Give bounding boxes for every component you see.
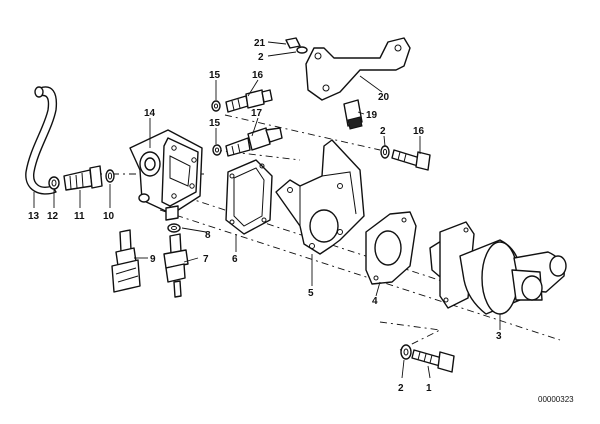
gasket-part xyxy=(225,159,273,235)
callout-4: 4 xyxy=(372,296,378,307)
callout-3: 3 xyxy=(496,331,502,342)
callout-2-top: 2 xyxy=(258,52,264,63)
drawing-number: 00000323 xyxy=(538,395,574,404)
seal-ring-part xyxy=(105,169,115,183)
callout-2-right: 2 xyxy=(380,126,386,137)
callout-11: 11 xyxy=(74,211,85,222)
callout-21: 21 xyxy=(254,38,266,49)
flange-gasket-part xyxy=(365,211,417,285)
callout-15-top: 15 xyxy=(209,70,221,81)
callout-1: 1 xyxy=(426,383,432,394)
sensor-part-9 xyxy=(111,229,141,293)
callout-19: 19 xyxy=(366,110,378,121)
washer-part-8 xyxy=(167,223,181,233)
callout-10: 10 xyxy=(103,211,115,222)
leader-lines xyxy=(33,41,501,379)
callout-labels: 13 12 11 10 14 15 16 15 17 8 6 7 9 5 4 3… xyxy=(28,38,502,394)
callout-8: 8 xyxy=(205,230,211,241)
hose-part xyxy=(25,86,58,195)
sensor-bolt-part-16 xyxy=(225,89,273,113)
housing-part xyxy=(129,129,203,221)
upper-bracket-part xyxy=(305,37,411,101)
actuator-part xyxy=(429,221,567,315)
washer-part-2-bottom xyxy=(400,344,412,360)
washer-part-2-top xyxy=(296,46,308,54)
callout-16-right: 16 xyxy=(413,126,425,137)
washer-part-15-top xyxy=(211,100,221,112)
switch-part-7 xyxy=(163,233,189,298)
callout-9: 9 xyxy=(150,254,156,265)
nut-part-21 xyxy=(285,37,301,49)
callout-6: 6 xyxy=(232,254,238,265)
bracket-part xyxy=(275,139,365,255)
callout-16-top: 16 xyxy=(252,70,264,81)
washer-part-2-right xyxy=(380,145,390,159)
bolt-part-1 xyxy=(411,349,455,373)
callout-12: 12 xyxy=(47,211,59,222)
callout-13: 13 xyxy=(28,211,40,222)
hose-connector-part xyxy=(63,165,103,191)
callout-7: 7 xyxy=(203,254,209,265)
connector-part-17 xyxy=(225,127,283,157)
plug-part-19 xyxy=(343,99,363,130)
bolt-part-16-right xyxy=(391,149,431,171)
callout-2-bottom: 2 xyxy=(398,383,404,394)
hose-clamp-part xyxy=(48,176,60,190)
callout-20: 20 xyxy=(378,92,390,103)
callout-14: 14 xyxy=(144,108,156,119)
callout-17: 17 xyxy=(251,108,263,119)
callout-5: 5 xyxy=(308,288,314,299)
callout-15-mid: 15 xyxy=(209,118,221,129)
washer-part-15-mid xyxy=(212,144,222,156)
